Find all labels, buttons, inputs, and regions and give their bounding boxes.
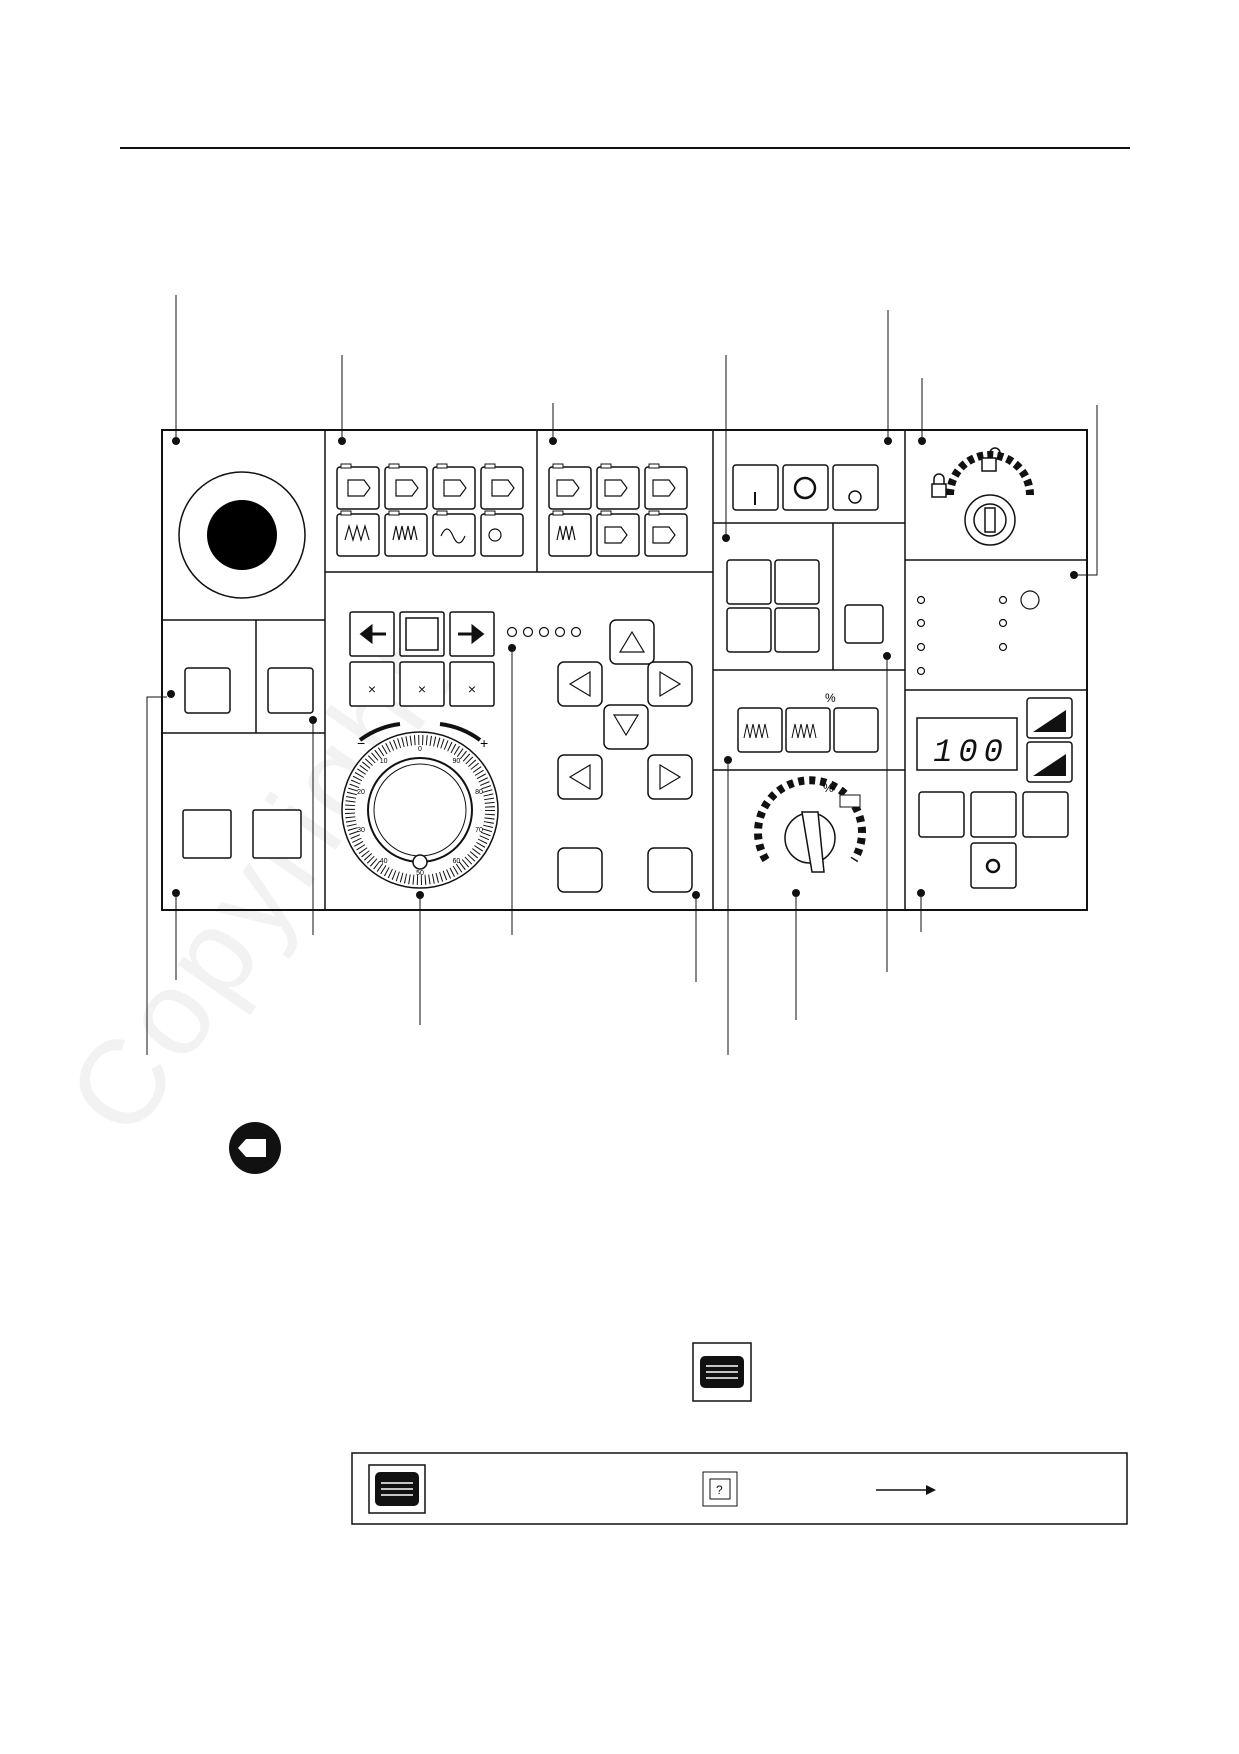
cycle-reset-icon bbox=[848, 490, 862, 504]
axis-x-marks: × × × bbox=[368, 681, 476, 697]
svg-text:×: × bbox=[418, 681, 426, 697]
increment-leds bbox=[506, 626, 582, 638]
cycle-stop-icon bbox=[793, 476, 817, 500]
mode-keys-block-1 bbox=[336, 466, 524, 557]
panel-outline bbox=[161, 429, 1088, 911]
jog-arrows bbox=[568, 630, 682, 791]
arrow-right-icon bbox=[876, 1485, 936, 1495]
handwheel-scale-label: 50 bbox=[416, 870, 424, 877]
key-led-tabs bbox=[340, 463, 660, 516]
section-dividers bbox=[162, 430, 1087, 910]
help-icon: ? bbox=[702, 1471, 738, 1507]
arrow-left-icon bbox=[359, 623, 386, 645]
cycle-keys bbox=[732, 464, 879, 511]
coolant-keys bbox=[726, 559, 884, 653]
svg-text:?: ? bbox=[716, 1483, 723, 1497]
handwheel-scale-label: 30 bbox=[357, 827, 365, 834]
rapid-override-unit: % bbox=[823, 781, 834, 795]
spindle-plus-ramp bbox=[1033, 710, 1066, 732]
handwheel-minus: − bbox=[357, 735, 365, 751]
arrow-right-icon bbox=[458, 623, 485, 645]
rapid-override-dial bbox=[754, 776, 866, 873]
lock-icon bbox=[931, 473, 947, 498]
feed-override-unit: % bbox=[825, 691, 836, 705]
handwheel-scale-label: 80 bbox=[475, 789, 483, 796]
handwheel-scale-label: 20 bbox=[357, 789, 365, 796]
handwheel-scale-label: 70 bbox=[475, 827, 483, 834]
unlock-icon bbox=[981, 447, 1001, 472]
jog-keys bbox=[557, 619, 693, 893]
spindle-display-frame bbox=[916, 717, 1018, 771]
emergency-stop-icon bbox=[178, 471, 306, 599]
spindle-override-display: 100 bbox=[933, 734, 1009, 771]
left-keys bbox=[182, 667, 314, 859]
svg-text:×: × bbox=[368, 681, 376, 697]
mode-keys-block-2 bbox=[548, 466, 688, 557]
handwheel-scale-label: 0 bbox=[418, 746, 422, 753]
svg-text:×: × bbox=[468, 681, 476, 697]
handwheel-scale-label: 10 bbox=[380, 758, 388, 765]
mode-key-glyphs bbox=[344, 479, 676, 544]
instruction-box bbox=[351, 1452, 1128, 1525]
status-leds bbox=[916, 590, 1040, 676]
handwheel-scale-label: 90 bbox=[453, 758, 461, 765]
spindle-minus-ramp bbox=[1033, 754, 1066, 776]
menu-softkey-icon bbox=[692, 1342, 752, 1402]
leader-lines bbox=[146, 295, 1098, 1055]
handwheel-icon bbox=[341, 722, 499, 889]
menu-softkey-icon bbox=[368, 1464, 426, 1514]
spindle-stop-icon bbox=[985, 858, 1001, 874]
callout-dots bbox=[167, 437, 1078, 899]
handwheel-scale-label: 60 bbox=[453, 858, 461, 865]
handwheel-scale-label: 40 bbox=[380, 858, 388, 865]
note-icon bbox=[229, 1122, 281, 1174]
handwheel-plus: + bbox=[480, 735, 488, 751]
